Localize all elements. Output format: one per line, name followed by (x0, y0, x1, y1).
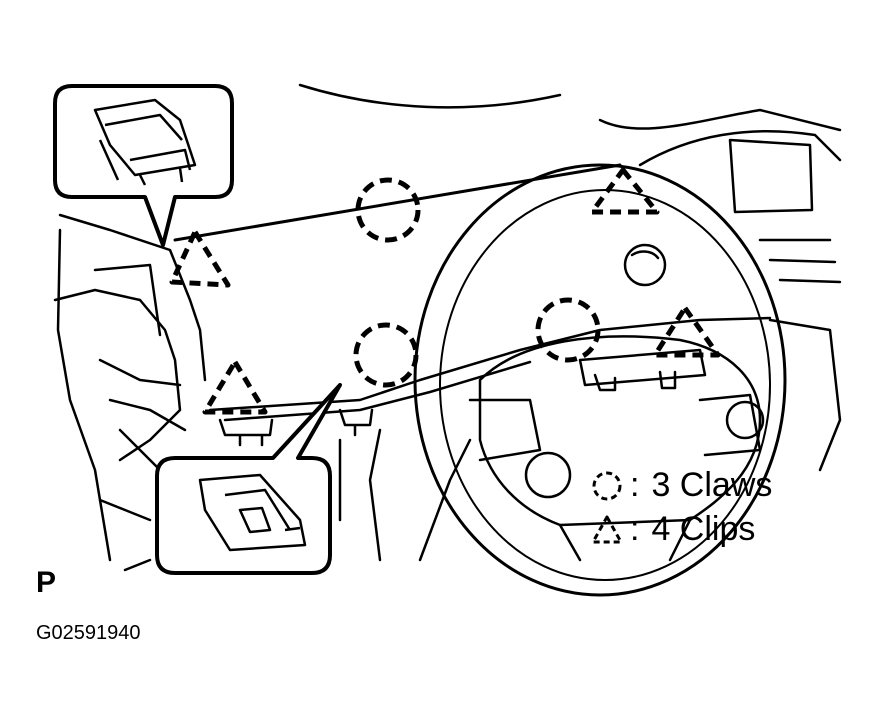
steering-wheel-rim-inner (439, 189, 771, 581)
callout-detail-bottom (155, 383, 342, 575)
callout-bottom-clip-drawing (198, 473, 307, 552)
claw-marker-top (355, 177, 421, 243)
view-letter: P (36, 566, 57, 599)
steering-spoke-right (698, 393, 762, 457)
clip-marker-left-lower (202, 359, 268, 415)
legend-colon: : (630, 466, 640, 504)
cluster-bracket (578, 348, 707, 387)
column-shroud (418, 438, 472, 562)
steering-hub (478, 335, 762, 527)
steering-wheel-rim (413, 163, 787, 597)
right-display (728, 138, 814, 214)
left-lower (98, 428, 162, 572)
clip-marker-left-upper (169, 229, 231, 288)
right-structure (768, 318, 842, 472)
callout-detail-top (53, 84, 234, 247)
dashboard-lower-edge-2 (223, 360, 532, 422)
dashboard-top-edge (173, 163, 622, 242)
clip-marker-right (652, 305, 721, 358)
legend-clips: : 4 Clips (590, 510, 755, 549)
legend-colon: : (630, 510, 640, 548)
dashed-circle-icon (592, 471, 622, 500)
legend-claws-label: 3 Claws (651, 466, 773, 504)
center-console-lines (338, 428, 382, 562)
dashed-triangle-icon (591, 515, 623, 543)
legend-claws: : 3 Claws (590, 466, 772, 505)
claw-marker-steering (535, 297, 601, 363)
dashboard-lower-edge (208, 316, 772, 412)
left-edge (56, 228, 112, 562)
legend-clips-label: 4 Clips (651, 510, 756, 548)
clip-marker-top-right (589, 167, 660, 215)
steering-button-left (524, 451, 572, 499)
steering-spoke-left (468, 398, 542, 462)
steering-button-right (725, 400, 765, 440)
right-vents (758, 238, 842, 284)
figure-id: G02591940 (36, 622, 141, 644)
gauge-knob (623, 243, 667, 287)
left-pillar (58, 213, 207, 382)
clip-brackets-mid (338, 408, 374, 437)
left-lower-structure (53, 288, 182, 462)
gauge-knob-inner (630, 250, 660, 260)
steering-lower (558, 518, 692, 562)
windshield-edge (298, 83, 562, 109)
left-panel-lines (93, 263, 187, 432)
cluster-tabs (593, 370, 677, 392)
right-panel-outline (638, 130, 842, 167)
clip-brackets-left (218, 418, 274, 447)
claw-marker-center (353, 322, 419, 388)
upper-pillar-right (598, 108, 842, 132)
callout-top-clip-drawing (93, 98, 197, 186)
